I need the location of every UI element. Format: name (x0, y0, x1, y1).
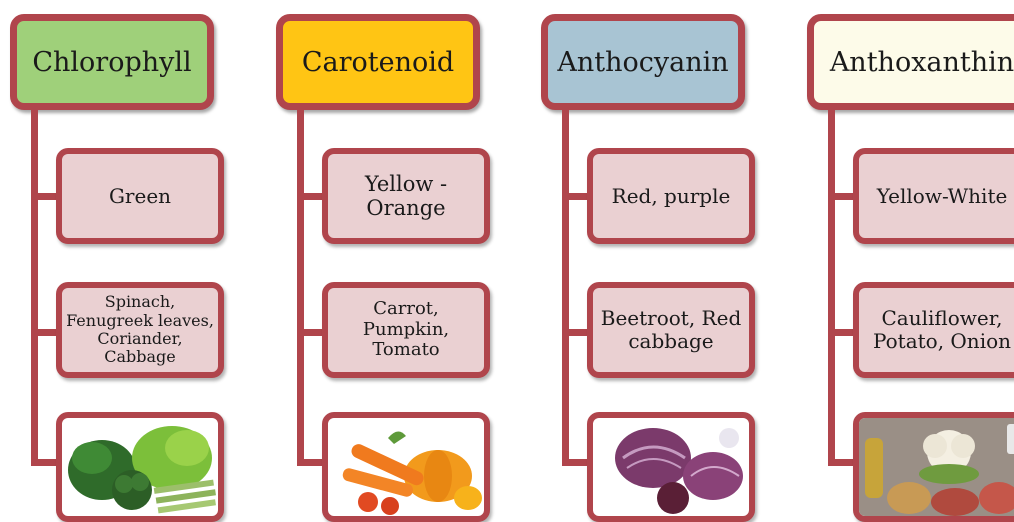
connector-branch (828, 459, 853, 466)
examples-box: Beetroot, Red cabbage (587, 282, 755, 378)
pigment-header: Carotenoid (276, 14, 480, 110)
pigment-column-carotenoid: Carotenoid Yellow - Orange Carrot, Pumpk… (266, 0, 496, 516)
connector-branch (31, 459, 56, 466)
examples-text: Beetroot, Red cabbage (597, 307, 746, 353)
red-cabbage-beetroot-icon (593, 418, 749, 516)
pigment-header: Anthocyanin (541, 14, 745, 110)
image-box (853, 412, 1014, 522)
examples-box: Carrot, Pumpkin, Tomato (322, 282, 490, 378)
connector-line (31, 110, 38, 464)
color-text: Yellow-White (873, 185, 1012, 208)
connector-branch (562, 459, 587, 466)
connector-branch (297, 193, 322, 200)
pigment-column-anthocyanin: Anthocyanin Red, purple Beetroot, Red ca… (531, 0, 761, 516)
examples-box: Spinach, Fenugreek leaves, Coriander, Ca… (56, 282, 224, 378)
connector-line (297, 110, 304, 464)
examples-box: Cauliflower, Potato, Onion (853, 282, 1014, 378)
color-text: Green (105, 185, 175, 208)
connector-branch (562, 329, 587, 336)
color-box: Red, purple (587, 148, 755, 244)
image-box (322, 412, 490, 522)
connector-branch (31, 193, 56, 200)
image-box (56, 412, 224, 522)
pigment-name: Carotenoid (302, 47, 454, 78)
pigment-column-chlorophyll: Chlorophyll Green Spinach, Fenugreek lea… (0, 0, 230, 516)
examples-text: Cauliflower, Potato, Onion (869, 307, 1014, 353)
color-box: Yellow - Orange (322, 148, 490, 244)
connector-branch (31, 329, 56, 336)
color-text: Red, purple (608, 185, 735, 208)
pigment-column-anthoxanthin: Anthoxanthin Yellow-White Cauliflower, P… (797, 0, 1014, 516)
connector-branch (828, 193, 853, 200)
connector-branch (562, 193, 587, 200)
examples-text: Spinach, Fenugreek leaves, Coriander, Ca… (62, 293, 218, 367)
connector-line (828, 110, 835, 464)
pigment-name: Anthocyanin (557, 47, 728, 78)
connector-branch (297, 329, 322, 336)
cauliflower-potato-icon (859, 418, 1014, 516)
examples-text: Carrot, Pumpkin, Tomato (359, 299, 453, 361)
connector-branch (828, 329, 853, 336)
pigment-name: Chlorophyll (32, 47, 191, 78)
image-box (587, 412, 755, 522)
connector-line (562, 110, 569, 464)
carrot-pumpkin-icon (328, 418, 484, 516)
pigment-header: Anthoxanthin (807, 14, 1014, 110)
connector-branch (297, 459, 322, 466)
color-box: Green (56, 148, 224, 244)
color-box: Yellow-White (853, 148, 1014, 244)
pigment-name: Anthoxanthin (830, 47, 1014, 78)
leafy-greens-icon (62, 418, 218, 516)
pigment-header: Chlorophyll (10, 14, 214, 110)
color-text: Yellow - Orange (361, 172, 451, 220)
